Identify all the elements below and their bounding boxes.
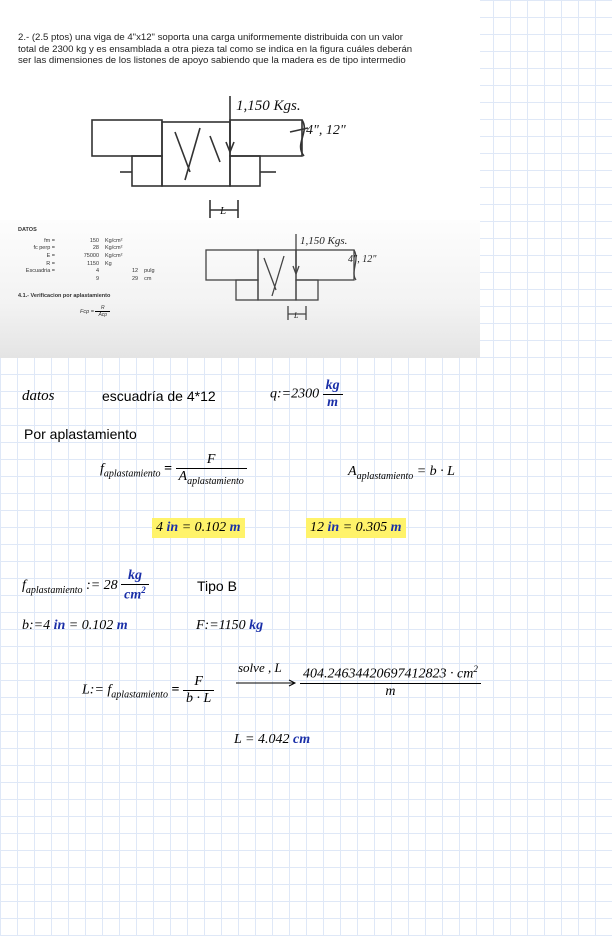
verif-heading: 4.1.- Verificacion por aplastamiento xyxy=(18,292,111,299)
F-definition: F:=1150 kg xyxy=(196,618,264,633)
dim-label: L xyxy=(219,205,226,217)
aplast-heading: Por aplastamiento xyxy=(24,426,137,442)
photo-band xyxy=(0,220,480,358)
datos-label: datos xyxy=(22,388,55,404)
escuadria-label: escuadría de 4*12 xyxy=(102,388,216,404)
tipo-label: Tipo B xyxy=(197,578,237,594)
area-formula: Aaplastamiento = b · L xyxy=(348,464,455,482)
svg-text:4", 12": 4", 12" xyxy=(348,254,377,265)
solve-result: 404.24634420697412823 · cm2 m xyxy=(300,664,481,700)
L-result: L = 4.042 cm xyxy=(234,732,311,747)
problem-image: 2.- (2.5 ptos) una viga de 4"x12" soport… xyxy=(0,0,480,358)
solve-arrow-icon xyxy=(236,679,297,687)
datos-heading: DATOS xyxy=(18,227,37,233)
b-definition: b:=4 in = 0.102 m xyxy=(22,618,128,633)
problem-statement: 2.- (2.5 ptos) una viga de 4"x12" soport… xyxy=(18,32,413,66)
conversion-12in: 12 in = 0.305 m xyxy=(306,518,406,538)
beam-sketch-top: 1,150 Kgs. 4", 12" L xyxy=(91,96,346,218)
svg-text:L: L xyxy=(293,311,299,320)
svg-text:1,150 Kgs.: 1,150 Kgs. xyxy=(300,235,347,247)
section-label: 4", 12" xyxy=(306,123,346,138)
beam-sketch-bottom: 1,150 Kgs. 4", 12" L xyxy=(205,234,377,320)
solve-label: solve , L xyxy=(238,660,282,675)
conversion-4in: 4 in = 0.102 m xyxy=(152,518,245,538)
load-label: 1,150 Kgs. xyxy=(236,98,301,114)
